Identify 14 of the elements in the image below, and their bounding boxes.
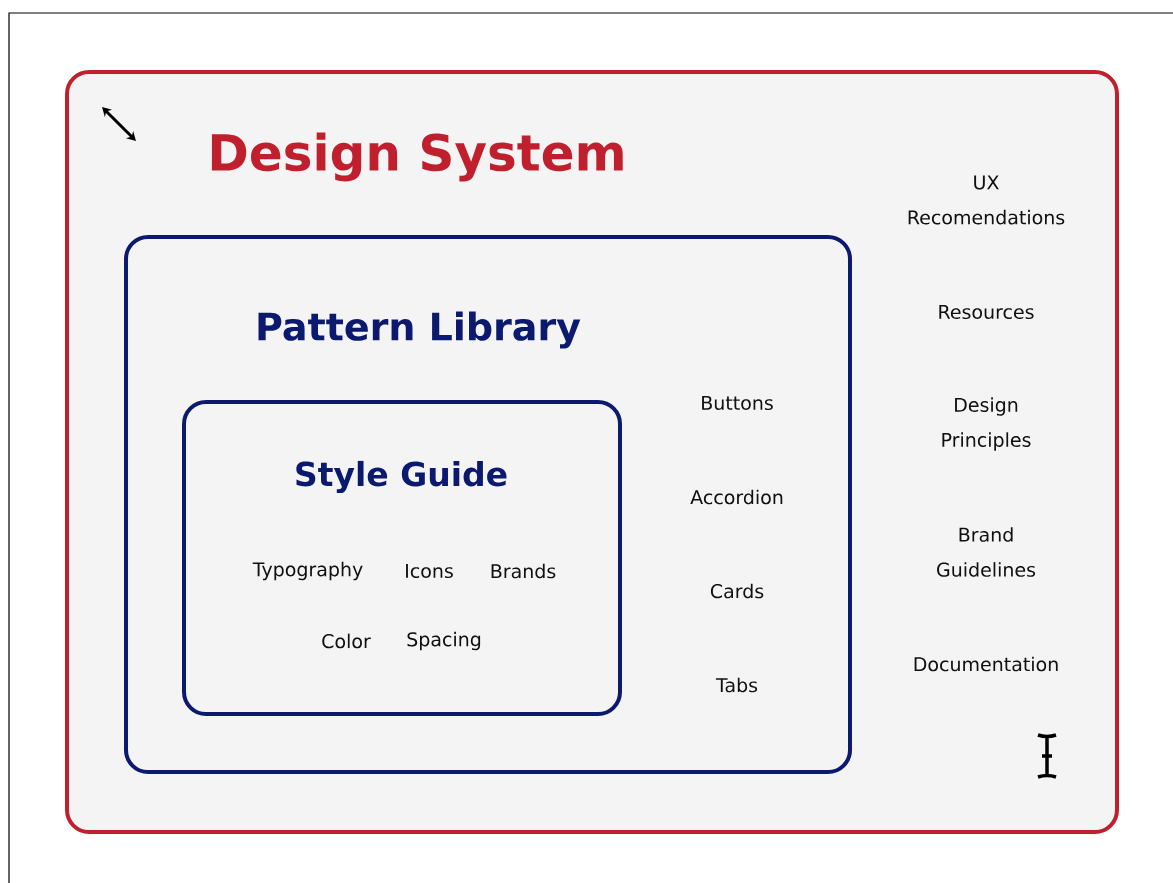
item-label: Tabs bbox=[715, 677, 758, 693]
item-label: Typography bbox=[252, 561, 363, 581]
item-label: UX Recomendations bbox=[908, 175, 1065, 225]
item-label: Resources bbox=[939, 304, 1034, 320]
item-label: Brand Guidelines bbox=[937, 527, 1036, 577]
item-label: Buttons bbox=[702, 395, 773, 411]
item-label: Accordion bbox=[690, 489, 783, 505]
item-label: Design Principles bbox=[942, 397, 1031, 451]
item-label: Cards bbox=[710, 583, 764, 599]
item-label: Color bbox=[322, 633, 371, 649]
item-label: Spacing bbox=[407, 631, 481, 651]
item-label: Brands bbox=[491, 563, 556, 579]
item-label: Documentation bbox=[914, 656, 1058, 672]
item-label: Icons bbox=[406, 563, 453, 579]
